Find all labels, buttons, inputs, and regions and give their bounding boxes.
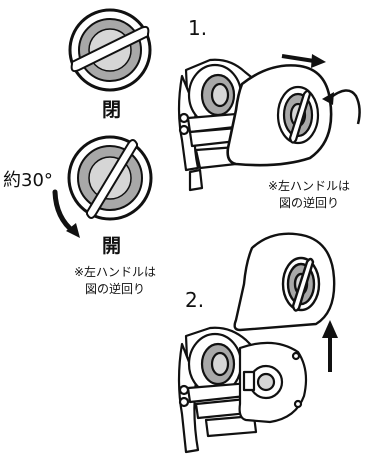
cover-step2-icon [233, 232, 336, 332]
step-1-label: 1. [188, 16, 208, 40]
knob-open-icon [67, 135, 153, 221]
knob-closed-icon [68, 8, 152, 92]
angle-label: 約30° [3, 170, 53, 191]
lift-up-arrowhead-icon [322, 320, 338, 338]
right-handle-note: ※左ハンドルは 図の逆回り [254, 178, 364, 212]
left-handle-note-line2: 図の逆回り [84, 282, 145, 296]
rotate-arrow-icon [52, 189, 77, 235]
left-handle-note-line1: ※左ハンドルは [73, 265, 157, 279]
closed-label: 閉 [102, 99, 122, 121]
reel-step2-icon [177, 326, 308, 454]
slide-right-arrow-icon [281, 54, 315, 63]
step-2-label: 2. [185, 288, 205, 312]
reel-step1-icon [177, 58, 333, 192]
rotate-arrowhead-icon [66, 223, 80, 238]
slide-right-arrowhead-icon [311, 54, 326, 68]
open-label: 開 [102, 235, 122, 257]
left-handle-note: ※左ハンドルは 図の逆回り [60, 264, 170, 298]
rotate-knob-arrowhead-icon [322, 92, 334, 105]
right-handle-note-line1: ※左ハンドルは [267, 179, 351, 193]
rotate-knob-arrow-icon [329, 89, 361, 125]
right-handle-note-line2: 図の逆回り [278, 196, 339, 210]
